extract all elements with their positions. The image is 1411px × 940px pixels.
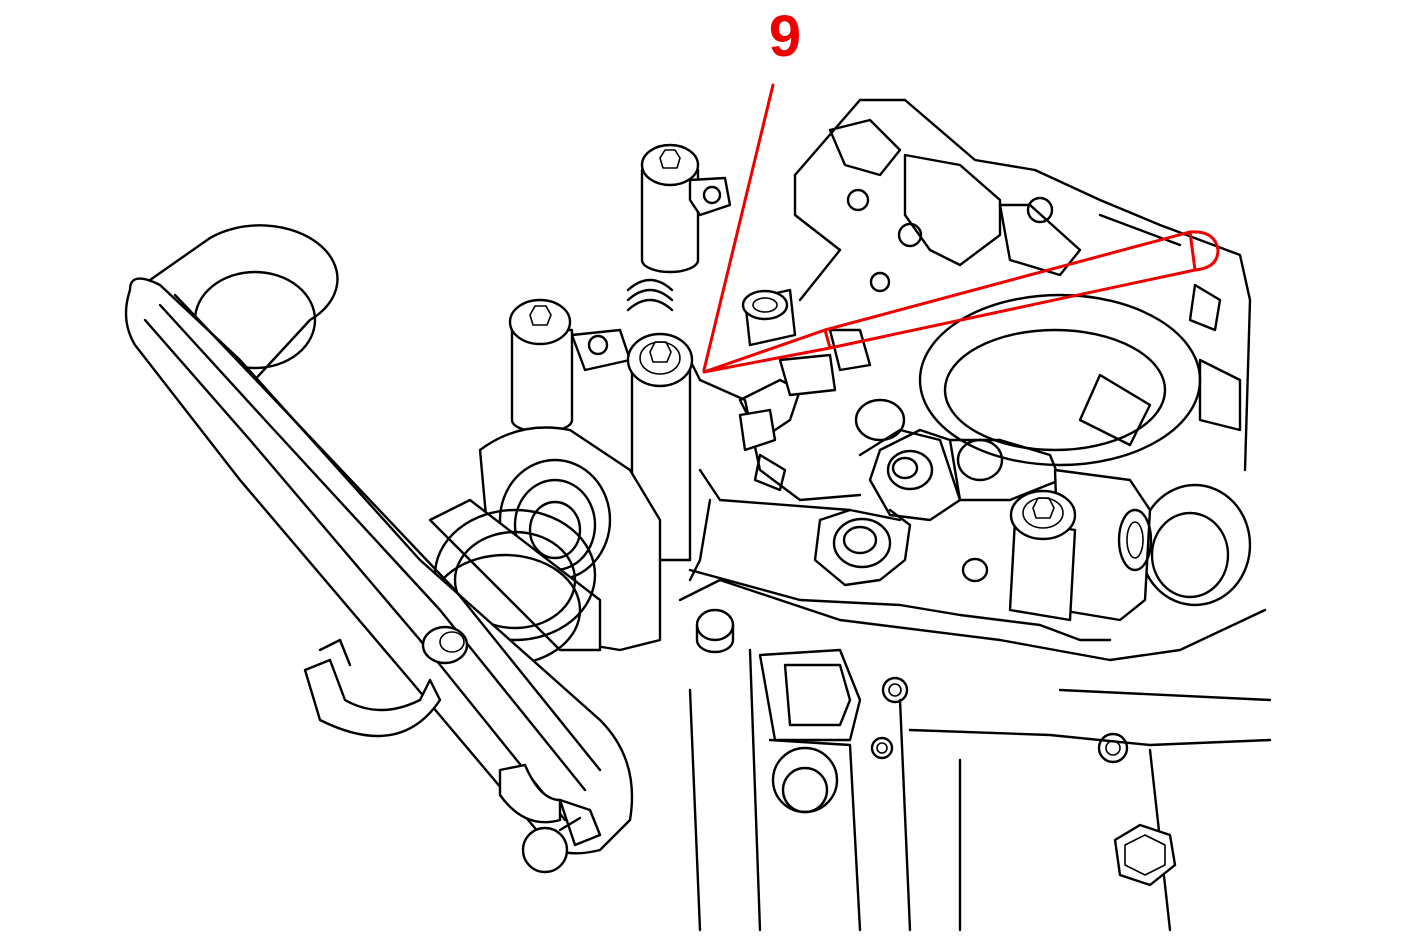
callout-9-pointer bbox=[702, 83, 1220, 374]
roller-stack bbox=[428, 426, 662, 667]
housing-casting bbox=[678, 98, 1272, 932]
bolt-posts bbox=[508, 143, 1077, 622]
lever-arm bbox=[124, 277, 634, 874]
callout-leader-line bbox=[702, 83, 775, 372]
callout-label-9: 9 bbox=[768, 4, 802, 69]
pointer-tool-outline bbox=[702, 230, 1220, 374]
shift-lever-bracket bbox=[626, 226, 1153, 642]
